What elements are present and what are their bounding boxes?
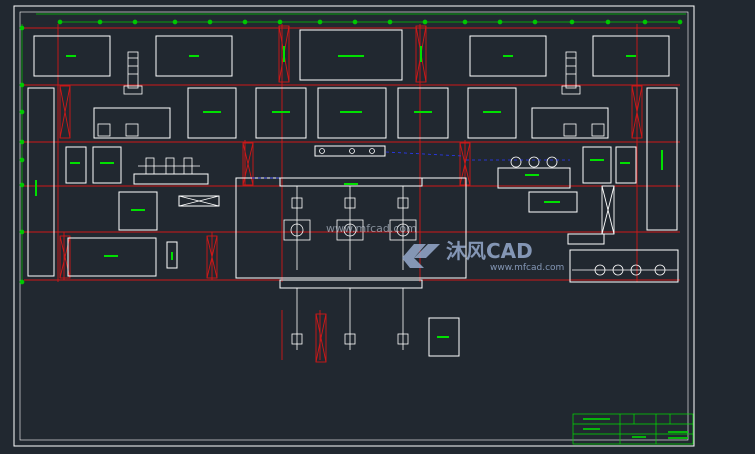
watermark-logo-icon — [402, 244, 440, 268]
watermark: 沐风CAD www.mfcad.com www.mfcad.com — [326, 222, 564, 273]
left-dimension-chain — [19, 24, 25, 285]
watermark-brand: 沐风CAD — [446, 239, 533, 263]
machine-details — [97, 51, 678, 350]
column-markers — [59, 25, 643, 363]
watermark-overlay: www.mfcad.com — [326, 222, 417, 235]
equipment-labels — [35, 46, 663, 338]
sheet-frame — [13, 5, 695, 447]
equipment-boxes — [27, 29, 679, 357]
watermark-site: www.mfcad.com — [490, 263, 564, 273]
title-block — [572, 413, 694, 445]
routing-lines — [252, 151, 570, 179]
top-dimension-chain — [36, 13, 686, 25]
